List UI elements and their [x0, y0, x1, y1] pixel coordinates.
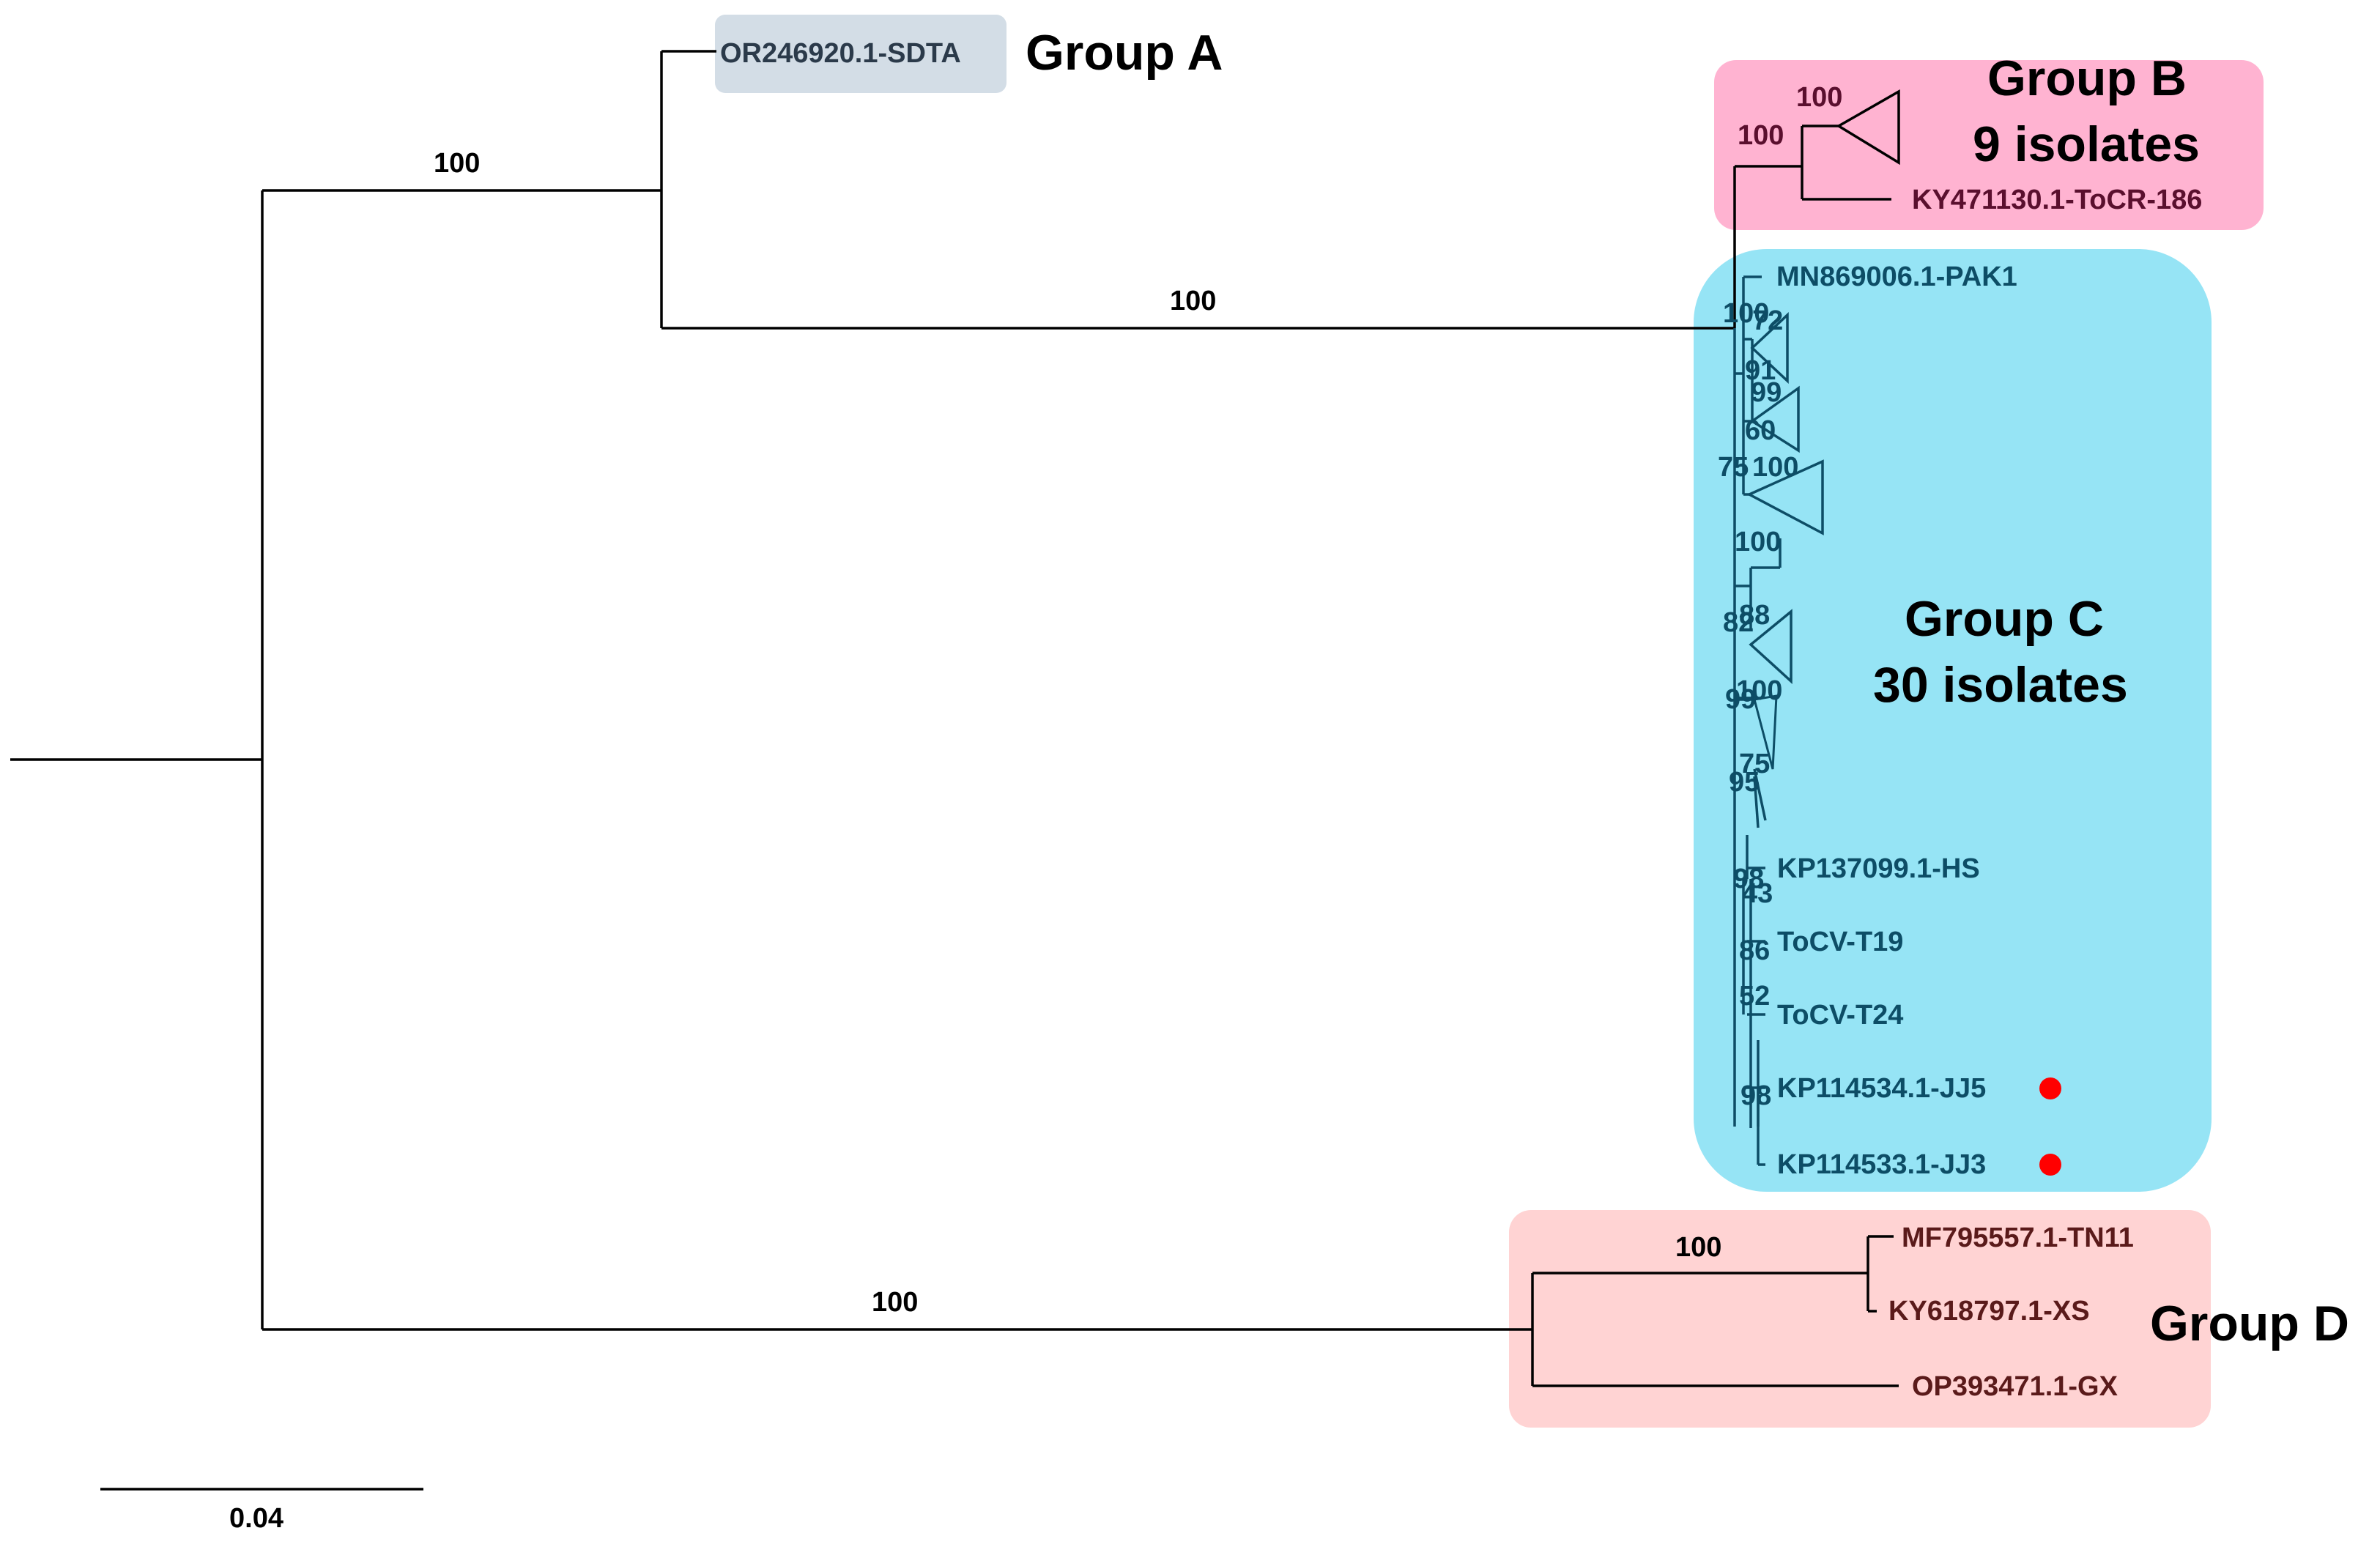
bootstrap-c-88: 88 — [1739, 600, 1770, 631]
scale-bar-label: 0.04 — [229, 1503, 283, 1534]
bootstrap-c-52: 52 — [1739, 981, 1770, 1012]
bootstrap-c-100b: 100 — [1752, 452, 1798, 483]
bootstrap-c-60: 60 — [1745, 415, 1776, 446]
bootstrap-c-43: 43 — [1742, 878, 1773, 909]
bootstrap-c-100a: 100 — [1723, 298, 1769, 329]
tip-label-hs: KP137099.1-HS — [1777, 853, 1980, 884]
bootstrap-bcd-stem: 100 — [1170, 286, 1216, 316]
bootstrap-c-100c: 100 — [1735, 527, 1781, 557]
group-d-subtree — [1531, 1235, 1899, 1387]
highlight-marker-jj3 — [2039, 1154, 2061, 1176]
bootstrap-b-clade: 100 — [1796, 82, 1842, 113]
bootstrap-b-root: 100 — [1738, 120, 1784, 151]
bootstrap-c-72: 72 — [1752, 305, 1783, 336]
bootstrap-c-99b: 99 — [1725, 684, 1756, 715]
bootstrap-d-stem: 100 — [872, 1287, 918, 1318]
group-d-label: Group D — [2150, 1296, 2349, 1351]
tip-label-pak1: MN869006.1-PAK1 — [1776, 261, 2017, 292]
group-c-subtree — [1733, 275, 1824, 1166]
bootstrap-c-82: 82 — [1723, 607, 1754, 638]
bootstrap-c-86: 86 — [1739, 935, 1770, 966]
group-b-subtree — [1733, 89, 1900, 328]
bootstrap-c-95: 95 — [1729, 767, 1760, 798]
group-a-highlight — [715, 15, 1007, 93]
bootstrap-c-75b: 75 — [1739, 749, 1770, 779]
tip-label-sdta: OR246920.1-SDTA — [720, 38, 961, 69]
tip-label-jj3: KP114533.1-JJ3 — [1777, 1149, 1986, 1180]
tip-label-t24: ToCV-T24 — [1777, 1000, 1903, 1031]
group-b-label-line2: 9 isolates — [1973, 116, 2200, 172]
tip-label-tocr186: KY471130.1-ToCR-186 — [1912, 185, 2202, 215]
group-a-label: Group A — [1026, 25, 1223, 81]
bootstrap-c-91: 91 — [1745, 355, 1776, 386]
tip-label-t19: ToCV-T19 — [1777, 927, 1903, 957]
tip-label-tn11: MF795557.1-TN11 — [1902, 1223, 2134, 1253]
group-b-label-line1: Group B — [1987, 51, 2187, 106]
tip-label-gx: OP393471.1-GX — [1912, 1371, 2118, 1402]
group-b-highlight — [1714, 60, 2264, 230]
group-c-label-line2: 30 isolates — [1873, 657, 2128, 713]
group-c-label-line1: Group C — [1905, 591, 2104, 647]
tip-label-jj5: KP114534.1-JJ5 — [1777, 1073, 1986, 1104]
tip-label-xs: KY618797.1-XS — [1888, 1296, 2090, 1327]
bootstrap-c-98: 98 — [1733, 864, 1764, 894]
tree-backbone — [10, 50, 1735, 1331]
bootstrap-c-99: 99 — [1751, 377, 1782, 408]
group-d-highlight — [1509, 1210, 2211, 1428]
bootstrap-d-inner: 100 — [1675, 1232, 1721, 1263]
highlight-marker-jj5 — [2039, 1077, 2061, 1099]
collapsed-clade-b — [1836, 89, 1900, 166]
bootstrap-c-100d: 100 — [1736, 675, 1782, 706]
bootstrap-c-98b: 98 — [1740, 1080, 1771, 1111]
bootstrap-c-75: 75 — [1718, 452, 1749, 483]
bootstrap-root-ab: 100 — [434, 148, 480, 179]
